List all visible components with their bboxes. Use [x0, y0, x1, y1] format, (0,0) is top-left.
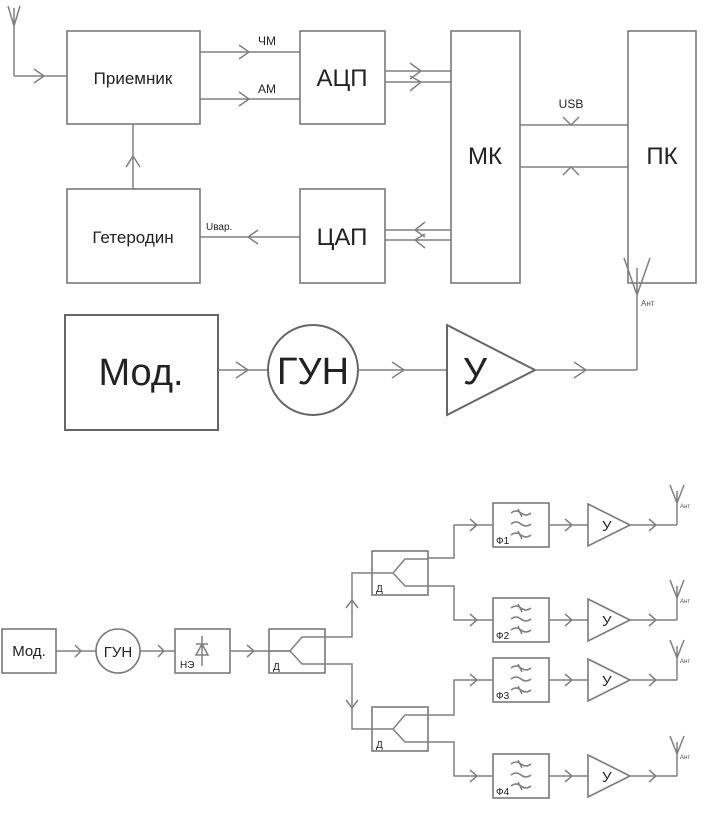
amplifier-triangle [446, 323, 538, 417]
divider-block: Д [371, 706, 429, 752]
amp-label: У [602, 673, 612, 690]
filter-icon [510, 603, 532, 635]
channel-1: Ф1 У Ант [428, 484, 690, 559]
usb-label: USB [559, 97, 584, 111]
filter-label: Ф4 [496, 787, 510, 798]
nonlinear-label: НЭ [180, 660, 194, 671]
splitter-fork [372, 558, 428, 587]
antenna-icon [669, 639, 685, 680]
filter-icon [510, 508, 532, 540]
antenna-icon [669, 484, 685, 525]
channel-feed-line [428, 741, 493, 783]
channel-feed-line [428, 585, 493, 627]
divider-label: Д [376, 740, 383, 751]
channel-4: Ф4 У Ант [428, 735, 690, 799]
receiver-system-diagram: Приемник ЧМ АМ АЦП МК USB ПК Гетеродин U… [7, 5, 697, 284]
connection-line [630, 518, 677, 532]
filter-icon [510, 663, 532, 695]
transmitter-diagram: Мод. ГУН У Ант [64, 257, 655, 431]
antenna-icon [7, 5, 21, 76]
amp-label: У [463, 351, 488, 393]
dac-label: ЦАП [317, 224, 368, 251]
vco-label: ГУН [277, 351, 349, 393]
pc-label: ПК [646, 143, 677, 170]
heterodyne-block [66, 188, 201, 284]
amplifier-triangle [587, 597, 632, 643]
mod-block [64, 314, 219, 431]
channel-3: Ф3 У Ант [428, 639, 690, 716]
pc-block [627, 30, 697, 284]
divider-label: Д [376, 584, 383, 595]
am-signal-label: АМ [258, 82, 276, 96]
mod-label: Мод. [98, 352, 183, 394]
divider-block: Д [371, 550, 429, 596]
vco-label: ГУН [104, 644, 132, 661]
splitter-fork [269, 636, 325, 665]
adc-label: АЦП [316, 65, 367, 92]
antenna-icon [669, 579, 685, 620]
divider-label: Д [273, 662, 280, 673]
diode-icon [194, 636, 210, 666]
filter-label: Ф2 [496, 631, 510, 642]
connection-line [630, 673, 677, 687]
adc-block [299, 30, 386, 125]
heterodyne-label: Гетеродин [92, 228, 173, 247]
filter-label: Ф1 [496, 536, 510, 547]
amplifier-triangle [587, 502, 632, 548]
antenna-icon [623, 257, 651, 370]
channel-feed-line [428, 518, 493, 559]
connection-line [630, 769, 677, 783]
antenna-label: Ант [641, 299, 655, 308]
mcu-block [450, 30, 521, 284]
filter-icon [510, 759, 532, 791]
filter-label: Ф3 [496, 691, 510, 702]
connection-line [630, 613, 677, 627]
amp-label: У [602, 613, 612, 630]
splitter-fork [372, 714, 428, 743]
connection-line [549, 673, 588, 687]
mcu-label: МК [468, 143, 502, 170]
channel-feed-line [428, 673, 493, 716]
connection-line [549, 769, 588, 783]
connection-line [549, 613, 588, 627]
antenna-label: Ант [680, 755, 690, 761]
receiver-label: Приемник [94, 69, 173, 88]
amplifier-triangle [587, 753, 632, 799]
fm-signal-label: ЧМ [258, 34, 276, 48]
antenna-label: Ант [680, 504, 690, 510]
mod-label: Мод. [12, 643, 46, 660]
divider-block: Д [268, 628, 326, 674]
connection-lines [325, 572, 372, 730]
connection-line [549, 518, 588, 532]
antenna-label: Ант [680, 599, 690, 605]
antenna-label: Ант [680, 659, 690, 665]
uvar-label: Uвар. [206, 222, 232, 233]
dac-block [299, 188, 386, 284]
amplifier-triangle [587, 657, 632, 703]
amp-label: У [602, 769, 612, 786]
channel-2: Ф2 У Ант [428, 579, 690, 643]
antenna-icon [669, 735, 685, 776]
amp-label: У [602, 518, 612, 535]
